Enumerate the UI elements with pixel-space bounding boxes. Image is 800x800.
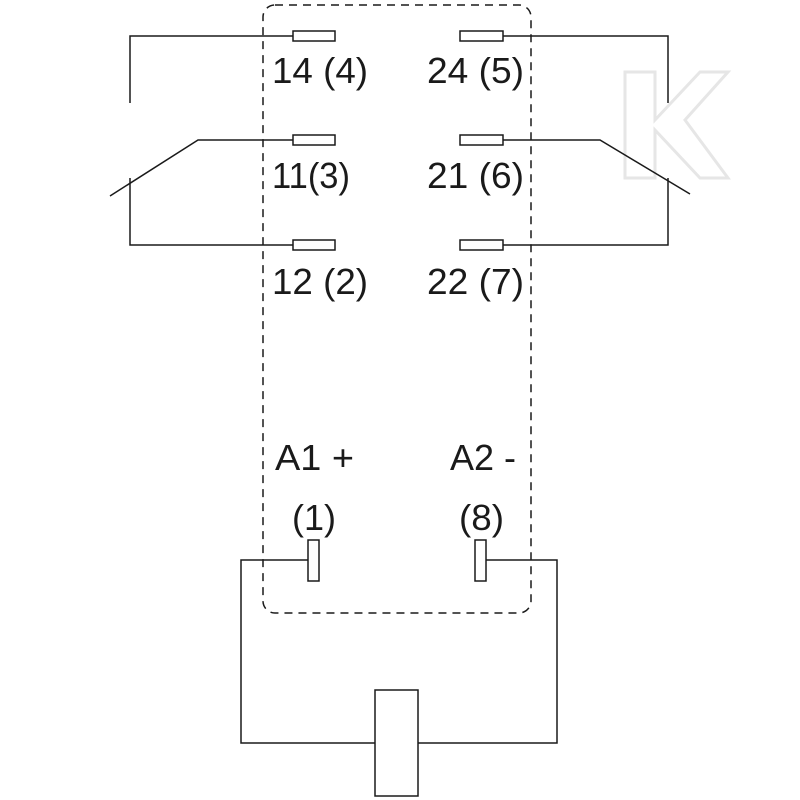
watermark-logo [623, 70, 732, 180]
relay-housing-frame [262, 4, 532, 614]
coil-wire-left [240, 559, 375, 744]
relay-coil [374, 689, 419, 797]
pin-a2 [474, 539, 487, 582]
coil-wire-right [418, 559, 558, 744]
wire-21-switch-arm [503, 139, 691, 195]
label-a2: A2 - [450, 437, 516, 478]
wire-24 [503, 35, 669, 103]
label-a2-pin: (8) [459, 497, 504, 538]
label-11: 11(3) [272, 155, 350, 196]
pin-11 [292, 134, 336, 146]
pin-21 [459, 134, 504, 146]
label-14: 14 (4) [272, 50, 368, 91]
wire-22 [503, 178, 669, 246]
label-24: 24 (5) [427, 50, 524, 91]
pin-24 [459, 30, 504, 42]
wire-12 [129, 178, 293, 246]
label-12: 12 (2) [272, 261, 368, 302]
pin-12 [292, 239, 336, 251]
label-a1: A1 + [275, 437, 354, 478]
pin-22 [459, 239, 504, 251]
pin-a1 [307, 539, 320, 582]
wire-11-switch-arm [109, 139, 293, 197]
label-21: 21 (6) [427, 155, 524, 196]
label-22: 22 (7) [427, 261, 524, 302]
label-a1-pin: (1) [292, 497, 336, 538]
wire-14 [129, 35, 293, 103]
pin-14 [292, 30, 336, 42]
